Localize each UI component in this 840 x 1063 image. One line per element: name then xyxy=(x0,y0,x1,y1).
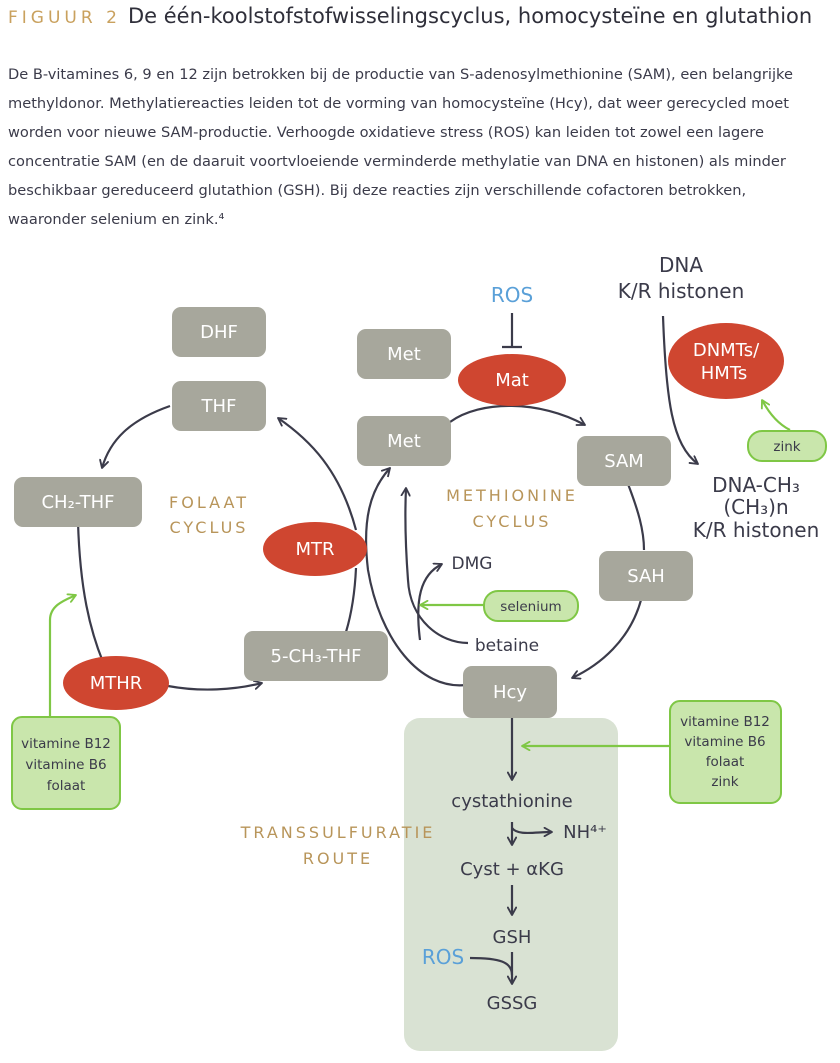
arrow-ros-to-gssg xyxy=(469,956,514,976)
dhf-box: DHF xyxy=(200,322,238,343)
methionine-label-1: METHIONINE xyxy=(446,486,578,505)
ch2-thf-box: CH₂-THF xyxy=(41,492,114,513)
cofactor-left-line1: vitamine B12 xyxy=(21,736,111,752)
dnmts-enzyme-line2: HMTs xyxy=(701,363,747,384)
gssg-text: GSSG xyxy=(487,993,538,1014)
ros-bottom: ROS xyxy=(422,945,464,969)
arrow-sah-to-hcy xyxy=(572,599,643,678)
arrow-cofactors-left xyxy=(48,595,76,717)
trans-label-1: TRANSSULFURATIE xyxy=(240,823,436,842)
arrow-betaine-to-dmg xyxy=(417,564,442,641)
sam-box: SAM xyxy=(604,451,644,472)
cofactor-right-line1: vitamine B12 xyxy=(680,714,770,730)
ch3n-text: (CH₃)n xyxy=(723,495,788,519)
arrow-betaine-to-met xyxy=(405,488,469,645)
cofactor-left-line2: vitamine B6 xyxy=(25,757,106,773)
cofactor-right-line2: vitamine B6 xyxy=(684,734,765,750)
arrow-zink xyxy=(762,400,791,431)
transsulfuration-panel xyxy=(404,718,618,1051)
mthr-enzyme: MTHR xyxy=(90,673,143,694)
arrow-dna-methylation xyxy=(661,315,698,464)
figure-label: FIGUUR 2 xyxy=(8,8,121,28)
betaine-text: betaine xyxy=(475,636,539,656)
arrow-mtr-to-thf xyxy=(278,418,358,531)
folaat-label-1: FOLAAT xyxy=(169,493,249,512)
arrow-met-to-sam xyxy=(449,404,585,426)
dnmts-enzyme-line1: DNMTs/ xyxy=(693,340,760,361)
zink-cofactor: zink xyxy=(773,439,800,455)
gsh-text: GSH xyxy=(493,927,532,948)
cystathionine-text: cystathionine xyxy=(451,791,572,812)
one-carbon-diagram: DHF THF CH₂-THF 5-CH₃-THF Met Met SAM SA… xyxy=(11,253,827,1051)
dna-ch3-text: DNA-CH₃ xyxy=(712,473,800,497)
figure-title: De één-koolstofstofwisselingscyclus, hom… xyxy=(127,4,813,28)
sah-box: SAH xyxy=(627,566,665,587)
arrow-mthr-to-ch3thf xyxy=(167,683,262,691)
met-box-top: Met xyxy=(387,344,421,365)
thf-box: THF xyxy=(201,396,237,417)
selenium-cofactor: selenium xyxy=(500,599,561,615)
methionine-label-2: CYCLUS xyxy=(473,512,552,531)
dna-text: DNA xyxy=(659,253,703,277)
arrow-sam-to-sah xyxy=(626,483,646,551)
folaat-label-2: CYCLUS xyxy=(170,518,249,537)
intro-paragraph: De B-vitamines 6, 9 en 12 zijn betrokken… xyxy=(8,66,793,228)
arrow-ch3thf-to-mtr xyxy=(344,567,358,633)
ros-top: ROS xyxy=(491,283,533,307)
kr-histonen-text: K/R histonen xyxy=(618,279,745,303)
met-box: Met xyxy=(387,431,421,452)
mat-enzyme: Mat xyxy=(495,370,529,391)
5-ch3-thf-box: 5-CH₃-THF xyxy=(271,646,362,667)
dmg-text: DMG xyxy=(452,554,493,574)
cofactor-left-line3: folaat xyxy=(47,778,86,794)
cofactor-right-line3: folaat xyxy=(706,754,745,770)
nh4-text: NH⁴⁺ xyxy=(563,822,607,843)
hcy-box: Hcy xyxy=(493,682,527,703)
figure-header: FIGUUR 2 De één-koolstofstofwisselingscy… xyxy=(8,4,836,28)
arrow-ch2thf-to-mthr xyxy=(76,521,105,663)
cyst-akg-text: Cyst + αKG xyxy=(460,859,564,880)
trans-label-2: ROUTE xyxy=(303,849,373,868)
arrow-to-nh4 xyxy=(511,828,552,833)
arrow-thf-to-ch2thf xyxy=(102,404,171,468)
mtr-enzyme: MTR xyxy=(295,539,334,560)
kr-histonen-methylated-text: K/R histonen xyxy=(693,518,820,542)
cofactor-right-line4: zink xyxy=(711,774,738,790)
arrow-hcy-to-met-via-mtr xyxy=(365,468,467,687)
